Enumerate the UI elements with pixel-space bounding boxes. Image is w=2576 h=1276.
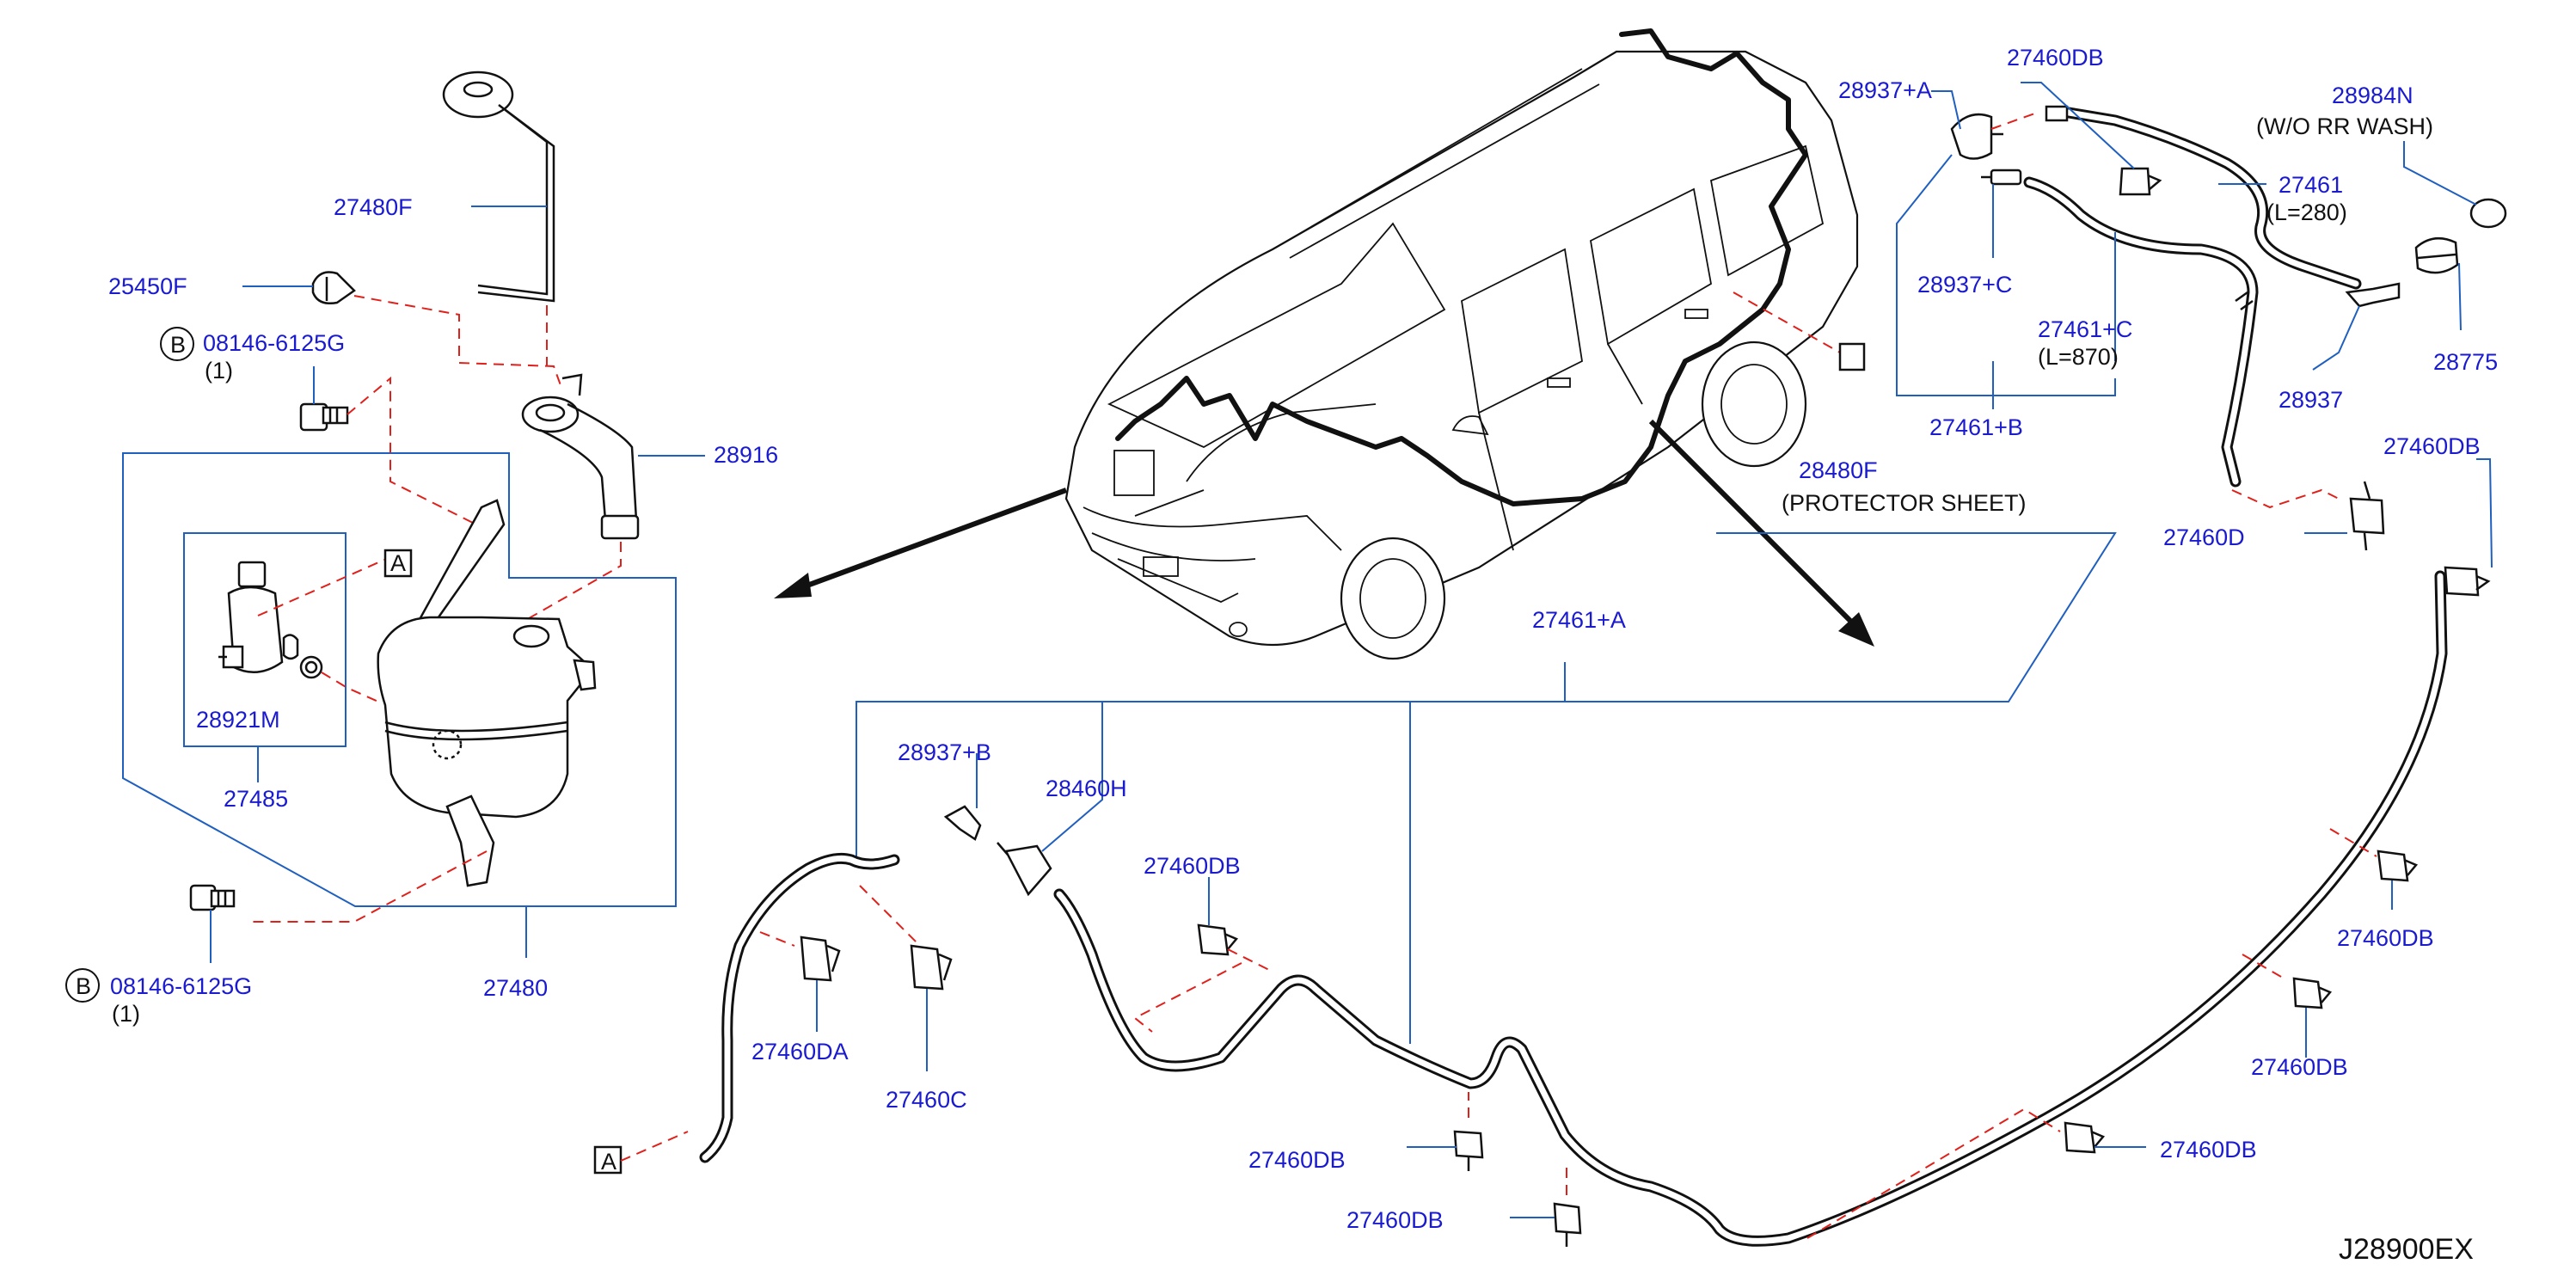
label-27480: 27480	[483, 975, 548, 1001]
label-28480F-note: (PROTECTOR SHEET)	[1782, 490, 2027, 516]
main-hose-route	[593, 532, 2448, 1247]
label-27460DB-r2: 27460DB	[2251, 1054, 2348, 1080]
bolt-marker-bottom	[65, 968, 100, 1003]
label-27461A: 27461+A	[1532, 607, 1626, 633]
clip-27460DB-right	[2444, 566, 2491, 597]
label-27460DB-b1: 27460DB	[1248, 1147, 1346, 1173]
connector-28937A	[1950, 113, 2003, 160]
clip-27460DB-b1	[1453, 1130, 1484, 1171]
label-28984N: 28984N	[2332, 83, 2413, 108]
label-27460DB-mid: 27460DB	[1144, 853, 1241, 879]
clip-27460DB-mid	[1197, 923, 1239, 956]
diagram-code: J28900EX	[2339, 1233, 2474, 1266]
label-27460DA: 27460DA	[751, 1039, 849, 1064]
clip-27460DA	[800, 936, 841, 982]
clip-27460DB-r2	[2292, 977, 2333, 1009]
label-27461: 27461	[2279, 172, 2343, 198]
label-bolt-bottom: 08146-6125G	[110, 973, 252, 999]
clip-27460DB-r1	[2377, 850, 2419, 882]
rear-wash-assembly	[1896, 82, 2507, 597]
bolt-bottom	[189, 884, 236, 911]
labels: 27480F 25450F B 08146-6125G (1) 28916 A …	[65, 45, 2498, 1266]
connector-27460D	[2349, 481, 2385, 551]
label-28937: 28937	[2279, 387, 2343, 413]
bolt-marker-top	[160, 327, 194, 361]
label-27460DB-r3: 27460DB	[2160, 1137, 2257, 1163]
label-bolt-top: 08146-6125G	[203, 330, 345, 356]
label-27461C: 27461+C	[2038, 316, 2132, 342]
label-28916: 28916	[714, 442, 778, 468]
label-27460DB-r1: 27460DB	[2337, 925, 2434, 951]
nozzle-28775	[2414, 236, 2459, 274]
washer-pump-28921M	[218, 561, 323, 679]
clip-25450F	[311, 271, 356, 304]
label-27461B: 27461+B	[1929, 414, 2023, 440]
label-27460C: 27460C	[886, 1087, 967, 1113]
label-27461C-len: (L=870)	[2038, 344, 2119, 370]
washer-tank-assembly	[122, 71, 705, 963]
ref-box-a-top	[383, 549, 413, 578]
vehicle-illustration	[774, 28, 1874, 660]
label-28937A: 28937+A	[1838, 77, 1932, 103]
label-28984N-note: (W/O RR WASH)	[2256, 113, 2433, 139]
label-27460D: 27460D	[2163, 525, 2245, 550]
label-27460DB-right: 27460DB	[2383, 433, 2481, 459]
label-25450F: 25450F	[108, 273, 187, 299]
cap-28984N	[2469, 198, 2507, 229]
filler-cap-stay	[442, 71, 555, 303]
label-28480F: 28480F	[1799, 457, 1878, 483]
bolt-marker-top-letter: B	[170, 332, 186, 358]
check-valve-28460H	[997, 842, 1052, 897]
label-28775: 28775	[2433, 349, 2498, 375]
clip-27460DB-b2	[1553, 1202, 1582, 1247]
clip-27460DB-top	[2119, 167, 2162, 196]
washer-tank	[377, 499, 597, 887]
label-bolt-bottom-qty: (1)	[112, 1001, 140, 1027]
connector-28937C	[1981, 169, 2022, 186]
bolt-top	[299, 402, 349, 432]
label-27485: 27485	[224, 786, 288, 812]
elbow-28937B	[943, 805, 982, 841]
label-bolt-top-qty: (1)	[205, 358, 233, 383]
label-27480F: 27480F	[334, 194, 413, 220]
label-28937B: 28937+B	[898, 739, 991, 765]
ref-box-a-bottom	[593, 1145, 623, 1175]
clip-27460DB-r3	[2064, 1121, 2106, 1154]
filler-neck-28916	[521, 373, 640, 540]
label-27461-len: (L=280)	[2266, 199, 2347, 225]
label-28921M: 28921M	[196, 707, 280, 733]
label-28937C: 28937+C	[1917, 272, 2012, 298]
label-27460DB-top: 27460DB	[2007, 45, 2104, 71]
label-ref-a-bottom: A	[601, 1149, 616, 1175]
bolt-marker-bottom-letter: B	[76, 973, 91, 999]
protector-sheet	[1838, 342, 1866, 371]
label-27460DB-b2: 27460DB	[1346, 1207, 1444, 1233]
label-28460H: 28460H	[1046, 776, 1127, 801]
label-ref-a-top: A	[390, 550, 406, 576]
clip-27460C	[910, 944, 953, 991]
